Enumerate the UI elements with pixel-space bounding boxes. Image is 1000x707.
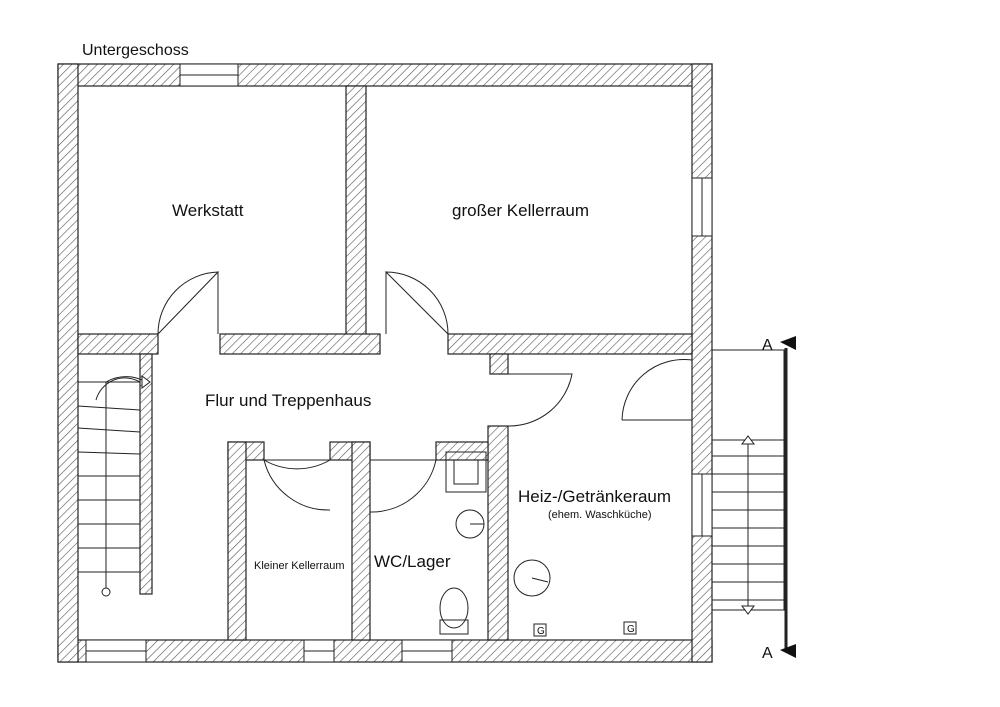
room-kleiner-kellerraum: Kleiner Kellerraum bbox=[254, 560, 344, 572]
boiler-icon bbox=[513, 559, 551, 597]
room-werkstatt: Werkstatt bbox=[172, 201, 244, 220]
room-labels: Werkstatt großer Kellerraum Flur und Tre… bbox=[172, 201, 671, 572]
toilet-icon bbox=[439, 587, 469, 629]
room-heizraum-note: (ehem. Waschküche) bbox=[548, 509, 652, 521]
room-wc-lager: WC/Lager bbox=[374, 552, 451, 571]
plan-title: Untergeschoss bbox=[82, 42, 189, 59]
section-marker-bottom: A bbox=[762, 645, 773, 662]
fixtures: G G bbox=[439, 451, 637, 637]
room-heizraum: Heiz-/Getränkeraum bbox=[518, 487, 671, 506]
interior-staircase bbox=[77, 375, 151, 597]
windows bbox=[85, 63, 713, 663]
gas-meter-label-1: G bbox=[537, 626, 545, 637]
doors bbox=[157, 271, 693, 513]
gas-meter-label-2: G bbox=[627, 624, 635, 635]
outer-walls bbox=[57, 63, 713, 663]
room-grosser-kellerraum: großer Kellerraum bbox=[452, 201, 589, 220]
interior-walls bbox=[77, 85, 693, 641]
external-staircase bbox=[711, 348, 788, 650]
section-marker-top: A bbox=[762, 337, 773, 354]
room-flur-treppenhaus: Flur und Treppenhaus bbox=[205, 391, 371, 410]
section-markers: A A bbox=[762, 336, 796, 662]
